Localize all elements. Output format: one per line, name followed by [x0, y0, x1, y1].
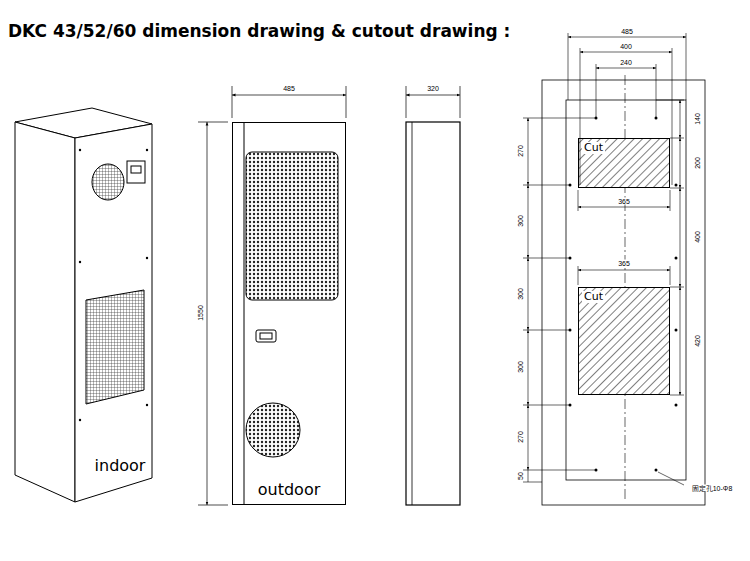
- dimension-value: 365: [617, 198, 631, 205]
- side-view: [406, 122, 460, 505]
- dimension-value: 485: [620, 28, 634, 35]
- dimension-value: 300: [517, 287, 524, 301]
- dimension-value: 300: [517, 360, 524, 374]
- dimension-value: 1550: [197, 304, 204, 322]
- dimension-value: 365: [617, 260, 631, 267]
- note-label: 固定孔10-Φ8: [691, 485, 734, 492]
- dimension-value: 485: [282, 85, 296, 92]
- cutout-area: Cut: [578, 138, 670, 188]
- dimension-value: 320: [426, 85, 440, 92]
- front-view: [244, 122, 338, 505]
- dimension-value: 270: [517, 430, 524, 444]
- dimension-value: 420: [694, 334, 701, 348]
- dimension-value: 400: [619, 43, 633, 50]
- dimension-lines: [198, 86, 460, 505]
- dimension-value: 270: [517, 144, 524, 158]
- dimension-value: 50: [517, 471, 524, 481]
- cutout-drawing: [542, 75, 705, 505]
- view-label: outdoor: [256, 481, 323, 499]
- dimension-value: 140: [694, 112, 701, 126]
- drawing-title: DKC 43/52/60 dimension drawing & cutout …: [8, 21, 510, 41]
- dimension-value: 200: [694, 156, 701, 170]
- cut-label: Cut: [582, 291, 605, 303]
- cut-label: Cut: [582, 142, 605, 154]
- dimension-value: 400: [694, 230, 701, 244]
- cabinet-illustration: [15, 108, 152, 502]
- outdoor-panel: outdoor: [232, 122, 346, 505]
- cutout-area: Cut: [578, 287, 670, 395]
- mounting-holes: [569, 117, 678, 472]
- dimension-value: 240: [619, 59, 633, 66]
- cutout-dimensions: [523, 33, 686, 485]
- view-label: indoor: [94, 458, 147, 474]
- dimension-value: 300: [517, 214, 524, 228]
